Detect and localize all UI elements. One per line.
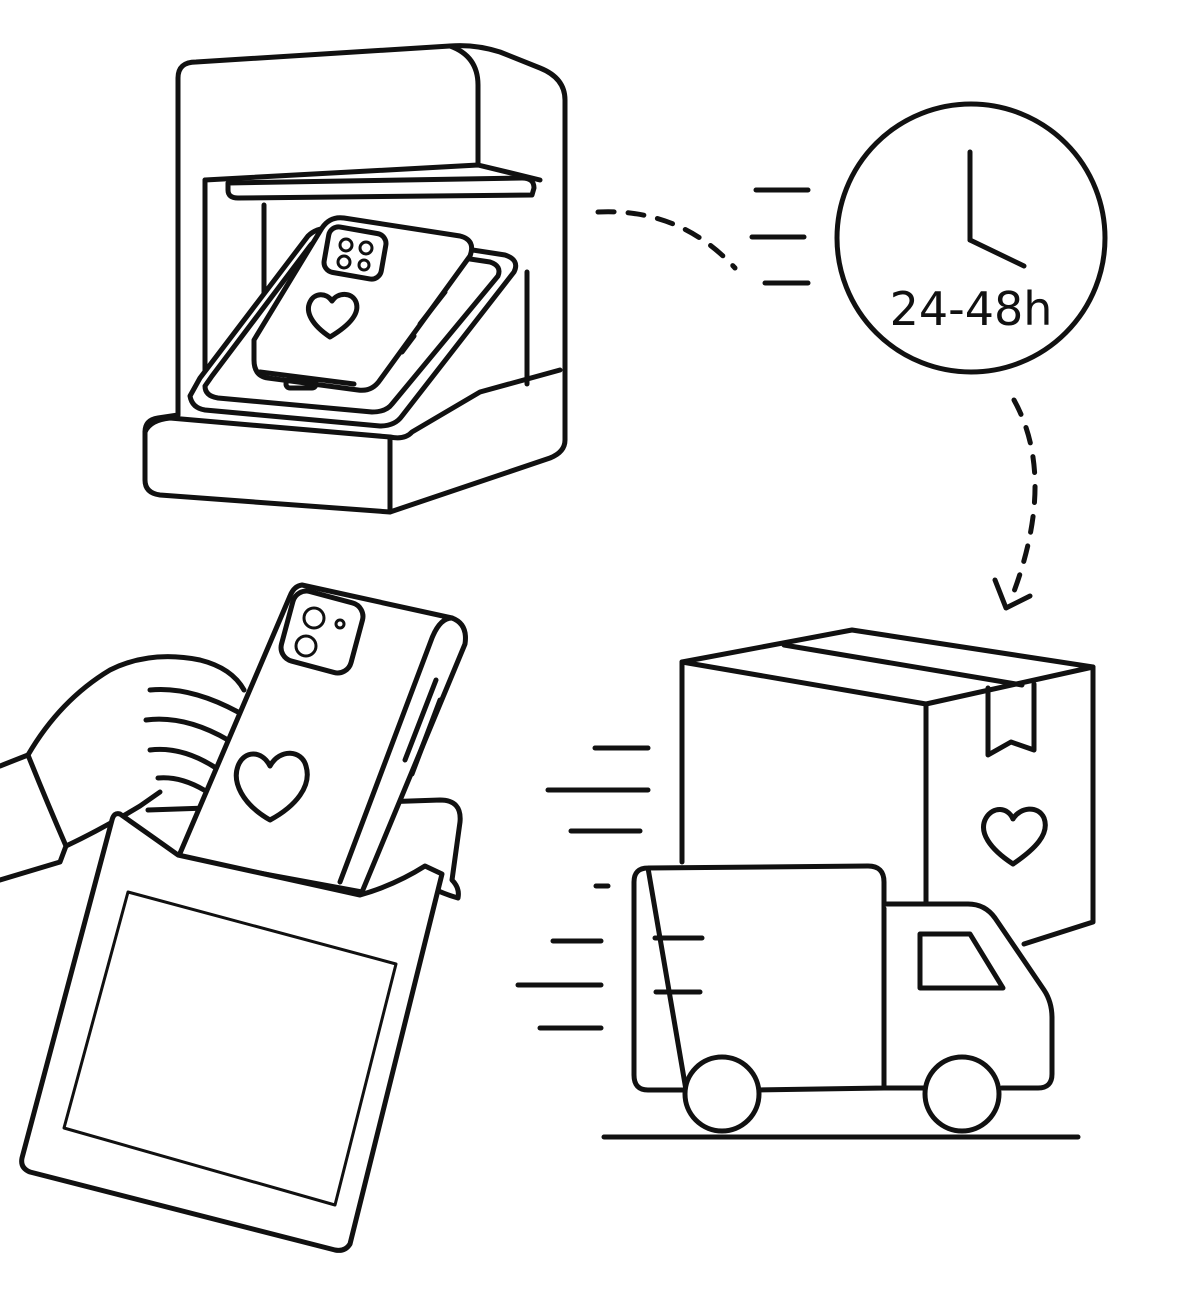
printer-phone-case <box>190 218 516 426</box>
arrow-head <box>995 580 1030 608</box>
heart-icon <box>308 294 356 337</box>
flow-arrow-clock-to-box <box>1010 400 1035 602</box>
clock-speed-lines <box>752 190 808 283</box>
truck-speed-lines <box>518 748 648 1028</box>
mailer-bag-icon <box>22 814 442 1251</box>
package-box-icon <box>682 630 1093 944</box>
delivery-truck-icon <box>604 866 1078 1137</box>
clock-icon <box>837 104 1105 372</box>
clock-duration-label: 24-48h <box>890 282 1053 336</box>
heart-icon <box>236 753 307 820</box>
heart-icon <box>984 809 1046 864</box>
flow-arrow-printer-to-clock <box>598 212 735 268</box>
hand-icon <box>0 657 244 880</box>
phone-case-icon <box>178 585 465 892</box>
